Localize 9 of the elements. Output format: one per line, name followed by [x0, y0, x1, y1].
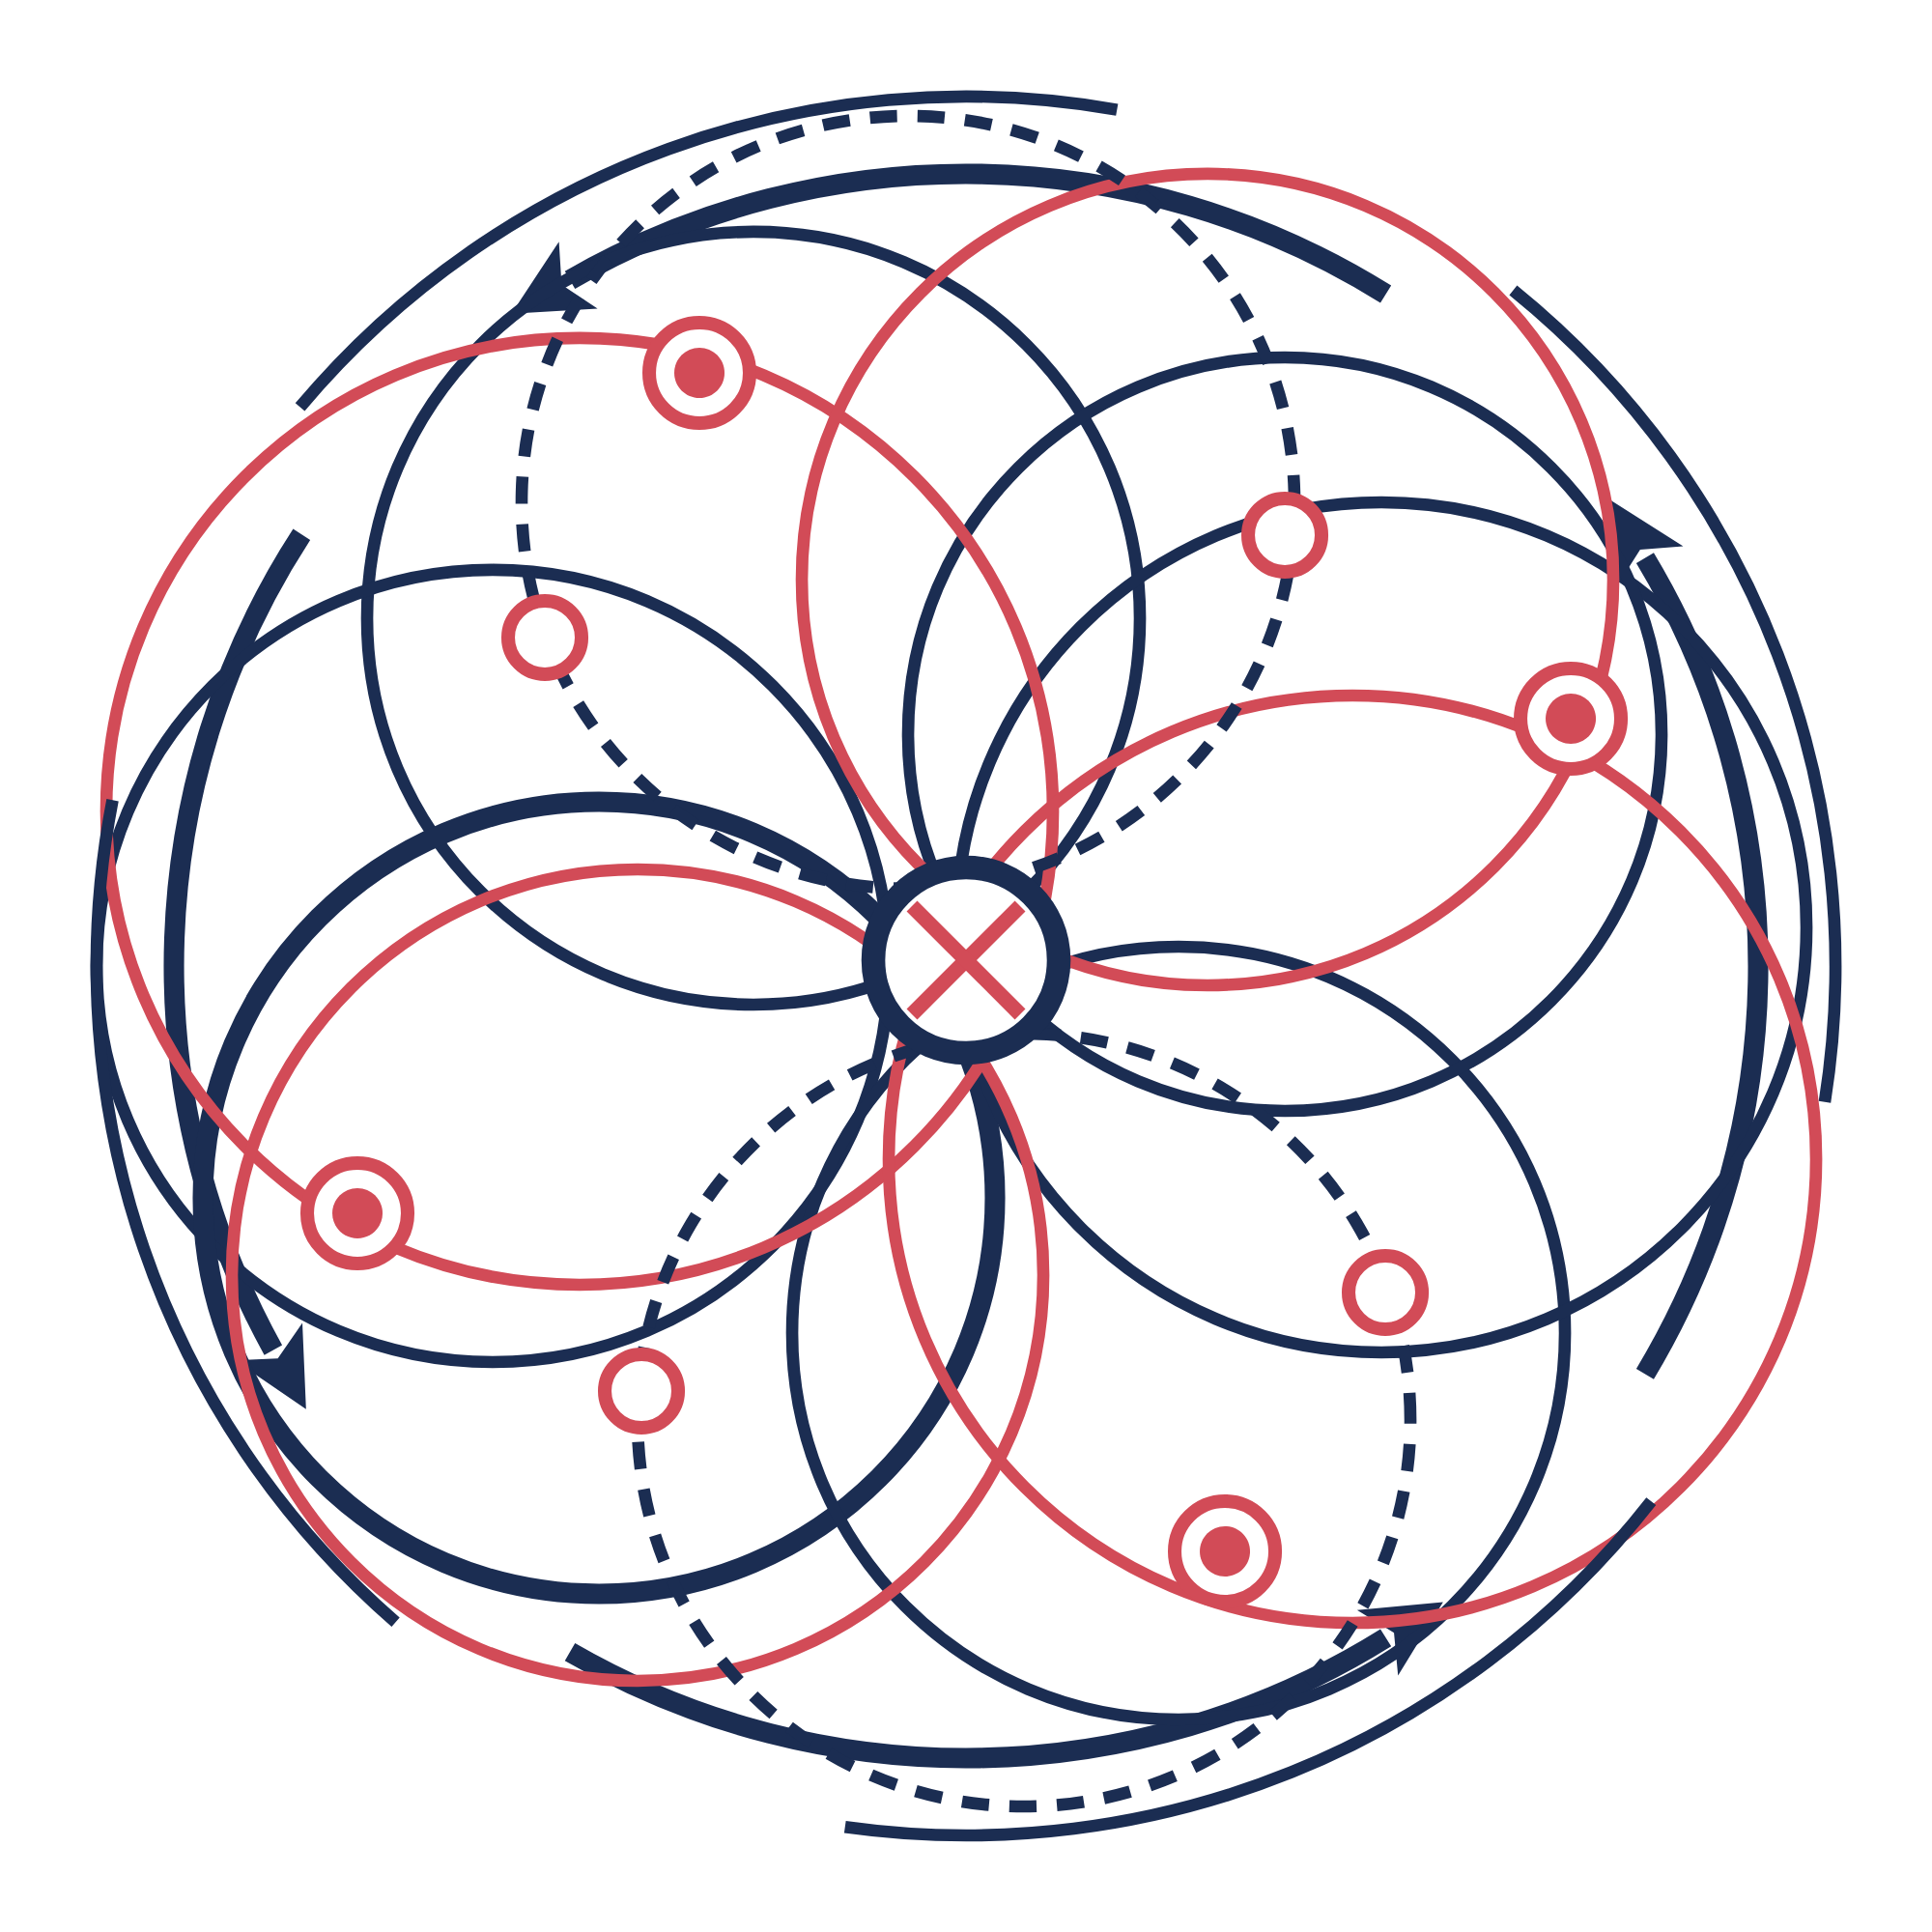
center-cross-circle: [861, 855, 1071, 1065]
target-dot: [642, 315, 757, 430]
ring-marker: [1241, 491, 1329, 579]
ring-marker: [1342, 1248, 1430, 1336]
target-dot: [299, 1155, 415, 1270]
ring-marker: [501, 593, 589, 681]
ring-marker: [598, 1347, 686, 1435]
target-dot: [1514, 661, 1629, 776]
target-dot: [1168, 1493, 1283, 1609]
